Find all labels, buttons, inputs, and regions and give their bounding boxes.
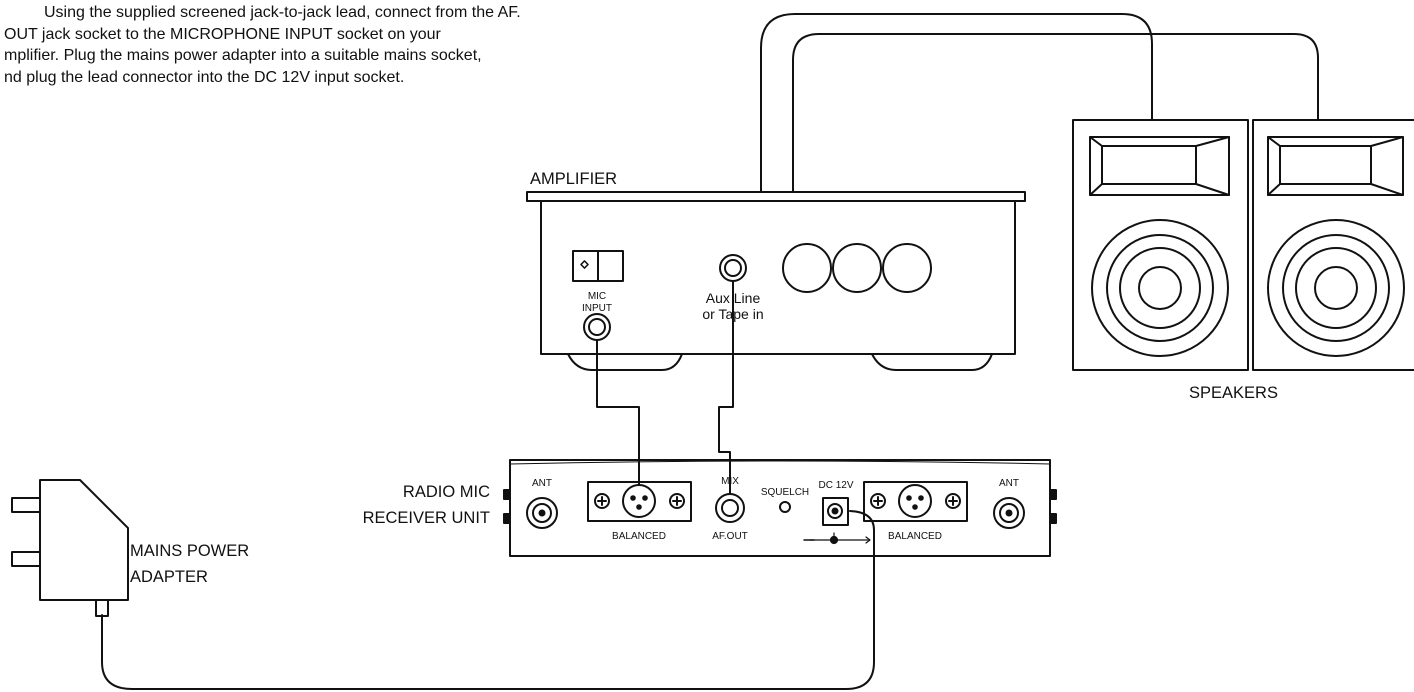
- aux-label-line2: or Tape in: [702, 306, 763, 322]
- dc-12v-label: DC 12V: [818, 480, 853, 491]
- amplifier: [526, 191, 1026, 371]
- aux-label-line1: Aux Line: [706, 290, 761, 306]
- xlr-connector-right: [863, 481, 968, 522]
- mic-switch: [572, 250, 624, 282]
- af-out-jack: [715, 493, 745, 523]
- aux-input-jack: [719, 254, 747, 282]
- amplifier-knob: [782, 243, 832, 293]
- dc-input-socket: [822, 497, 849, 526]
- speaker-left: [1072, 119, 1249, 371]
- speaker-cable-outer: [760, 13, 1153, 193]
- mic-input-label-line2: INPUT: [582, 303, 612, 314]
- mic-input-jack: [583, 313, 611, 341]
- cable-aux-af-out: [718, 280, 734, 495]
- antenna-connector-left: [526, 497, 558, 529]
- amplifier-label: AMPLIFIER: [530, 170, 617, 188]
- polarity-symbol: [803, 532, 871, 545]
- receiver-unit: [503, 459, 1057, 557]
- speakers-label: SPEAKERS: [1189, 384, 1278, 402]
- instruction-line: OUT jack socket to the MICROPHONE INPUT …: [4, 25, 441, 43]
- amplifier-knob: [832, 243, 882, 293]
- amplifier-knob: [882, 243, 932, 293]
- adapter-label-line1: MAINS POWER: [130, 542, 249, 560]
- receiver-label-line1: RADIO MIC: [403, 483, 490, 501]
- power-cable: [101, 510, 875, 690]
- mix-label: MIX: [721, 476, 739, 487]
- adapter-label-line2: ADAPTER: [130, 568, 208, 586]
- mains-power-adapter: [11, 479, 129, 617]
- instruction-line: mplifier. Plug the mains power adapter i…: [4, 47, 482, 64]
- speaker-right: [1252, 119, 1414, 371]
- antenna-connector-right: [993, 497, 1025, 529]
- squelch-knob: [779, 501, 791, 513]
- squelch-label: SQUELCH: [761, 487, 809, 498]
- ant-left-label: ANT: [532, 478, 552, 489]
- ant-right-label: ANT: [999, 478, 1019, 489]
- cable-mic-input: [596, 339, 640, 486]
- mic-input-label-line1: MIC: [588, 291, 606, 302]
- receiver-label-line2: RECEIVER UNIT: [363, 509, 490, 527]
- af-out-label: AF.OUT: [712, 531, 748, 542]
- speaker-cable-inner: [792, 33, 1319, 193]
- instruction-line: Using the supplied screened jack-to-jack…: [44, 4, 521, 21]
- instruction-paragraph: Using the supplied screened jack-to-jack…: [0, 2, 540, 88]
- balanced-left-label: BALANCED: [612, 531, 666, 542]
- instruction-line: nd plug the lead connector into the DC 1…: [4, 68, 405, 86]
- balanced-right-label: BALANCED: [888, 531, 942, 542]
- xlr-connector-left: [587, 481, 692, 522]
